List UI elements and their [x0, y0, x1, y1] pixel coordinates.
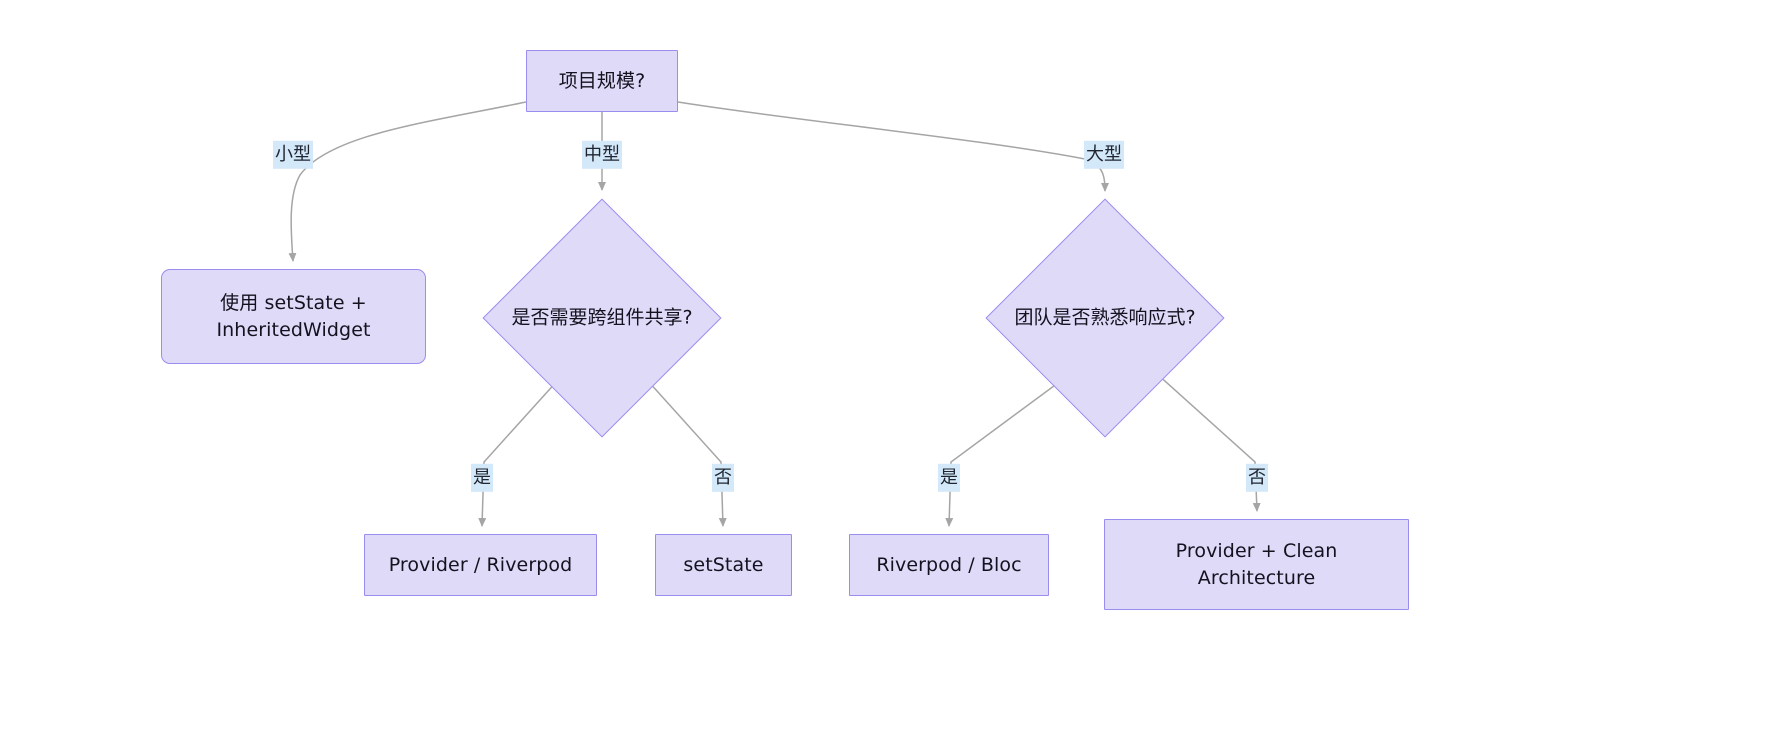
- edge-path-mid-to-provider-riverpod: [478, 379, 559, 527]
- node-riverpod-bloc[interactable]: Riverpod / Bloc: [849, 534, 1049, 596]
- node-provider-clean-label: Provider + Clean Architecture: [1175, 539, 1338, 589]
- node-root-label: 项目规模?: [558, 69, 646, 92]
- edge-label-large: 大型: [1084, 140, 1124, 170]
- edge-label-mid-no: 否: [712, 463, 734, 493]
- node-provider-riverpod-label: Provider / Riverpod: [388, 553, 573, 576]
- node-mid-decision[interactable]: 是否需要跨组件共享?: [482, 198, 722, 438]
- edge-path-large-to-provider-clean: [1155, 372, 1261, 512]
- edge-label-large-yes: 是: [938, 463, 960, 493]
- node-small-result-label: 使用 setState + InheritedWidget: [216, 291, 371, 341]
- edge-path-root-to-small: [288, 101, 527, 262]
- edge-label-mid-yes: 是: [471, 463, 493, 493]
- edge-label-small: 小型: [273, 140, 313, 170]
- edge-label-medium: 中型: [582, 140, 622, 170]
- edge-path-mid-to-setstate: [647, 380, 727, 527]
- node-root[interactable]: 项目规模?: [526, 50, 678, 112]
- edge-label-large-no: 否: [1246, 463, 1268, 493]
- node-setstate-label: setState: [683, 553, 764, 576]
- node-large-decision-label: 团队是否熟悉响应式?: [1014, 306, 1196, 329]
- edge-path-large-to-riverpod-bloc: [945, 379, 1063, 527]
- node-small-result[interactable]: 使用 setState + InheritedWidget: [161, 269, 426, 364]
- node-mid-decision-label: 是否需要跨组件共享?: [511, 306, 693, 329]
- edge-path-root-to-large: [677, 101, 1109, 192]
- node-riverpod-bloc-label: Riverpod / Bloc: [876, 553, 1022, 576]
- node-large-decision[interactable]: 团队是否熟悉响应式?: [985, 198, 1225, 438]
- node-provider-clean[interactable]: Provider + Clean Architecture: [1104, 519, 1409, 610]
- node-setstate[interactable]: setState: [655, 534, 792, 596]
- node-provider-riverpod[interactable]: Provider / Riverpod: [364, 534, 597, 596]
